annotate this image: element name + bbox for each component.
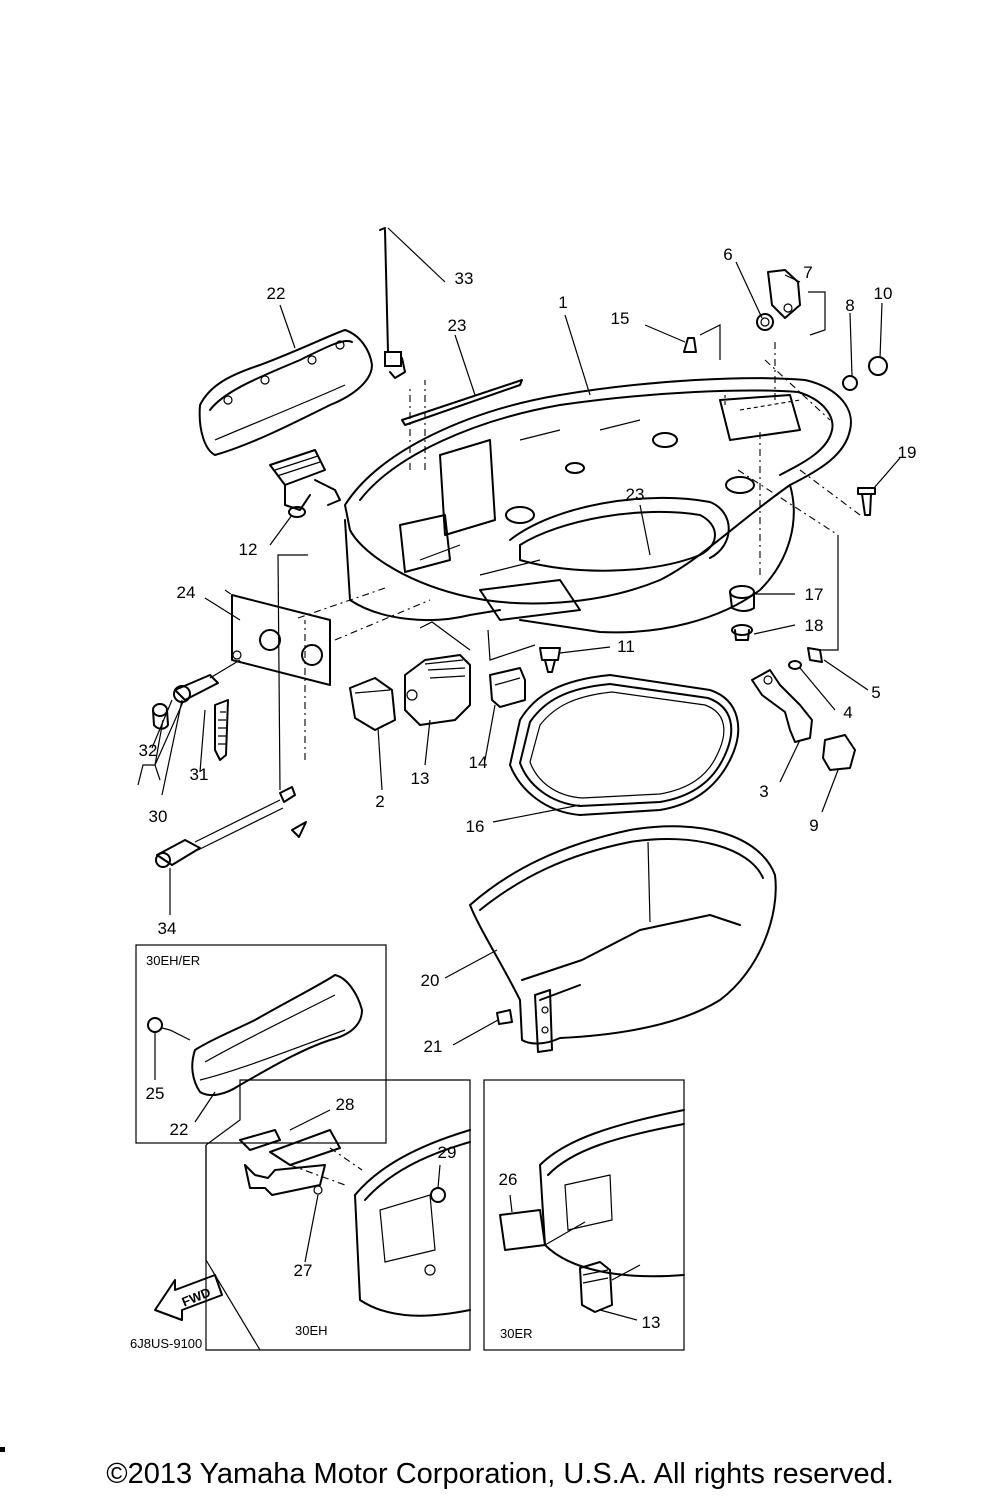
callout-7: 7 bbox=[803, 263, 812, 282]
callout-labels: 1 2 3 4 5 6 7 8 9 10 11 12 13 14 15 16 1… bbox=[139, 245, 917, 1332]
variant-label-30eh-er: 30EH/ER bbox=[146, 953, 200, 968]
parts-diagram: 1 2 3 4 5 6 7 8 9 10 11 12 13 14 15 16 1… bbox=[130, 227, 917, 1351]
callout-2: 2 bbox=[375, 792, 384, 811]
switch-group bbox=[152, 594, 331, 868]
callout-13-inset: 13 bbox=[642, 1313, 661, 1332]
callout-17: 17 bbox=[805, 585, 824, 604]
leader-lines bbox=[137, 227, 901, 1046]
bracket-rod bbox=[379, 227, 406, 379]
seal-ring bbox=[509, 674, 740, 816]
callout-10: 10 bbox=[874, 284, 893, 303]
callout-33: 33 bbox=[455, 269, 474, 288]
callout-25: 25 bbox=[146, 1084, 165, 1103]
diagram-code: 6J8US-9100 bbox=[130, 1336, 202, 1351]
callout-11: 11 bbox=[617, 637, 635, 656]
inset-30eh-er bbox=[135, 944, 387, 1144]
callout-5: 5 bbox=[871, 683, 880, 702]
callout-15: 15 bbox=[611, 309, 630, 328]
variant-label-30er: 30ER bbox=[500, 1326, 533, 1341]
plugs bbox=[539, 585, 755, 673]
assembly-lines bbox=[224, 291, 861, 791]
callout-32: 32 bbox=[139, 741, 158, 760]
callout-6: 6 bbox=[723, 245, 732, 264]
callout-22: 22 bbox=[267, 284, 286, 303]
callout-34: 34 bbox=[158, 919, 177, 938]
callout-12: 12 bbox=[239, 540, 258, 559]
variant-label-30eh: 30EH bbox=[295, 1323, 328, 1338]
callout-8: 8 bbox=[845, 296, 854, 315]
callout-20: 20 bbox=[421, 971, 440, 990]
callout-14: 14 bbox=[469, 753, 488, 772]
callout-4: 4 bbox=[843, 703, 852, 722]
bottom-cowling bbox=[344, 377, 852, 634]
callout-29: 29 bbox=[438, 1143, 457, 1162]
callout-1: 1 bbox=[558, 293, 567, 312]
callout-16: 16 bbox=[466, 817, 485, 836]
grommet bbox=[269, 449, 341, 518]
callout-26: 26 bbox=[499, 1170, 518, 1189]
callout-28: 28 bbox=[336, 1095, 355, 1114]
variant-labels: 30EH/ER 30EH 30ER FWD 6J8US-9100 bbox=[130, 953, 533, 1351]
callout-27: 27 bbox=[294, 1261, 313, 1280]
inset-30er bbox=[483, 1079, 685, 1351]
lock-bracket bbox=[751, 647, 856, 771]
callout-3: 3 bbox=[759, 782, 768, 801]
side-cover bbox=[198, 329, 373, 456]
callout-13: 13 bbox=[411, 769, 430, 788]
rubber-blocks bbox=[349, 654, 526, 731]
callout-24: 24 bbox=[177, 583, 196, 602]
callout-19: 19 bbox=[898, 443, 917, 462]
callout-23-top: 23 bbox=[448, 316, 467, 335]
inset-30eh bbox=[154, 1079, 471, 1351]
callout-22-inset: 22 bbox=[170, 1120, 189, 1139]
callout-21: 21 bbox=[424, 1037, 443, 1056]
callout-23-mid: 23 bbox=[626, 485, 645, 504]
fasteners bbox=[683, 269, 888, 516]
callout-18: 18 bbox=[805, 616, 824, 635]
lower-cowling bbox=[469, 825, 777, 1053]
copyright-notice: ©2013 Yamaha Motor Corporation, U.S.A. A… bbox=[106, 1458, 894, 1490]
callout-9: 9 bbox=[809, 816, 818, 835]
callout-31: 31 bbox=[190, 765, 209, 784]
seal-strip bbox=[401, 379, 523, 426]
corner-mark bbox=[0, 1447, 5, 1452]
callout-30: 30 bbox=[149, 807, 168, 826]
